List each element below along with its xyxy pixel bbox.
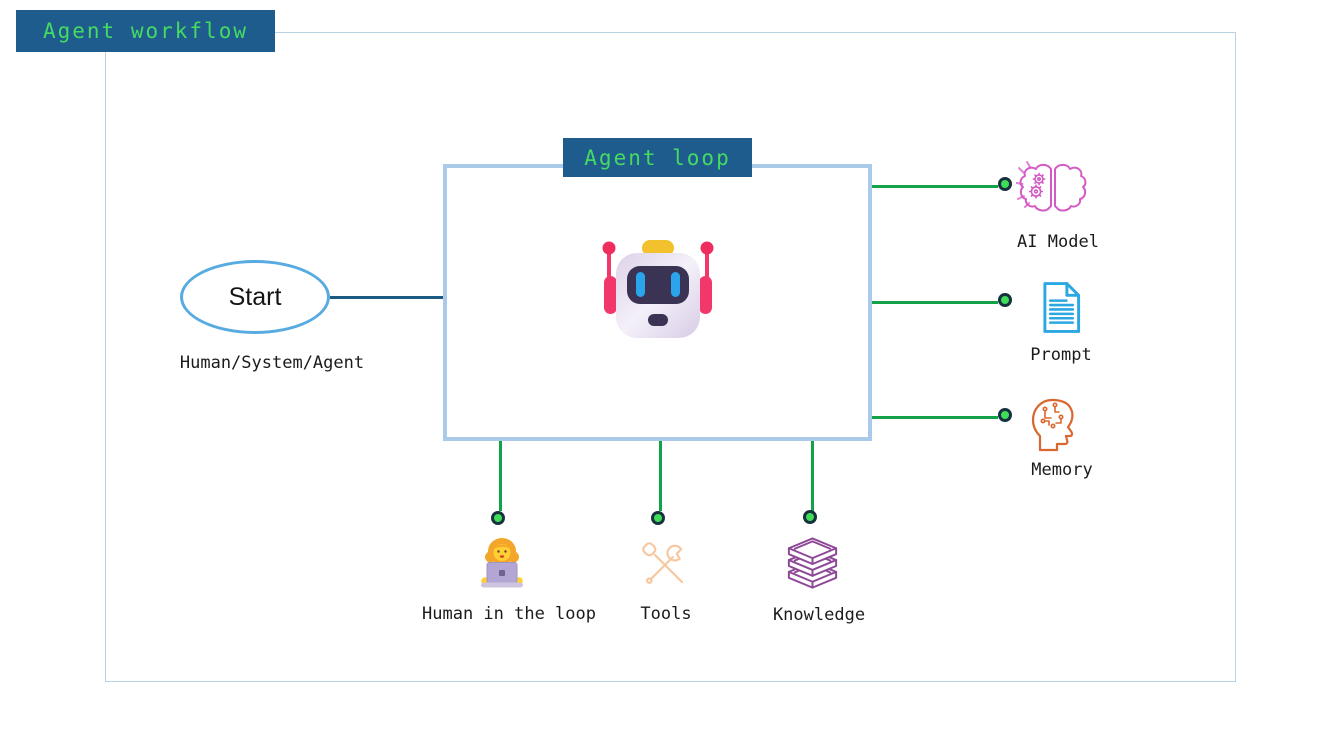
brain-gears-icon <box>1015 161 1087 212</box>
endpoint-knowledge <box>803 510 817 524</box>
start-node: Start <box>180 260 330 334</box>
endpoint-tools <box>651 511 665 525</box>
connector-tools <box>659 441 662 511</box>
ai-model-label: AI Model <box>1017 232 1099 252</box>
agent-loop-title-label: Agent loop <box>584 145 731 170</box>
knowledge-label: Knowledge <box>772 605 866 625</box>
connector-prompt <box>872 301 998 304</box>
endpoint-memory <box>998 408 1012 422</box>
workflow-title-label: Agent workflow <box>42 19 248 43</box>
memory-label: Memory <box>1031 460 1093 480</box>
start-sublabel: Human/System/Agent <box>179 353 365 373</box>
workflow-title: Agent workflow <box>16 10 275 52</box>
connector-knowledge <box>811 441 814 511</box>
endpoint-prompt <box>998 293 1012 307</box>
document-icon <box>1043 282 1081 333</box>
human-loop-icon-wrap <box>474 536 530 590</box>
connector-ai-model <box>872 185 998 188</box>
tools-icon <box>642 542 684 584</box>
agent-loop-title: Agent loop <box>563 138 752 177</box>
human-loop-label: Human in the loop <box>422 604 596 624</box>
books-icon <box>787 537 838 589</box>
endpoint-human-loop <box>491 511 505 525</box>
memory-icon-wrap <box>1028 396 1078 454</box>
tools-label: Tools <box>640 604 692 624</box>
ai-model-icon-wrap <box>1015 160 1088 216</box>
knowledge-icon-wrap <box>781 535 844 595</box>
robot-icon <box>602 240 714 338</box>
start-label: Start <box>228 282 282 311</box>
connector-human-loop <box>499 441 502 511</box>
endpoint-ai-model <box>998 177 1012 191</box>
robot-icon-wrap <box>600 236 716 344</box>
tools-icon-wrap <box>641 541 688 588</box>
connector-memory <box>872 416 998 419</box>
prompt-label: Prompt <box>1030 345 1092 365</box>
connector-start-loop <box>330 296 443 299</box>
person-laptop-icon <box>481 538 523 588</box>
head-circuit-icon <box>1031 398 1074 452</box>
prompt-icon-wrap <box>1040 281 1083 334</box>
